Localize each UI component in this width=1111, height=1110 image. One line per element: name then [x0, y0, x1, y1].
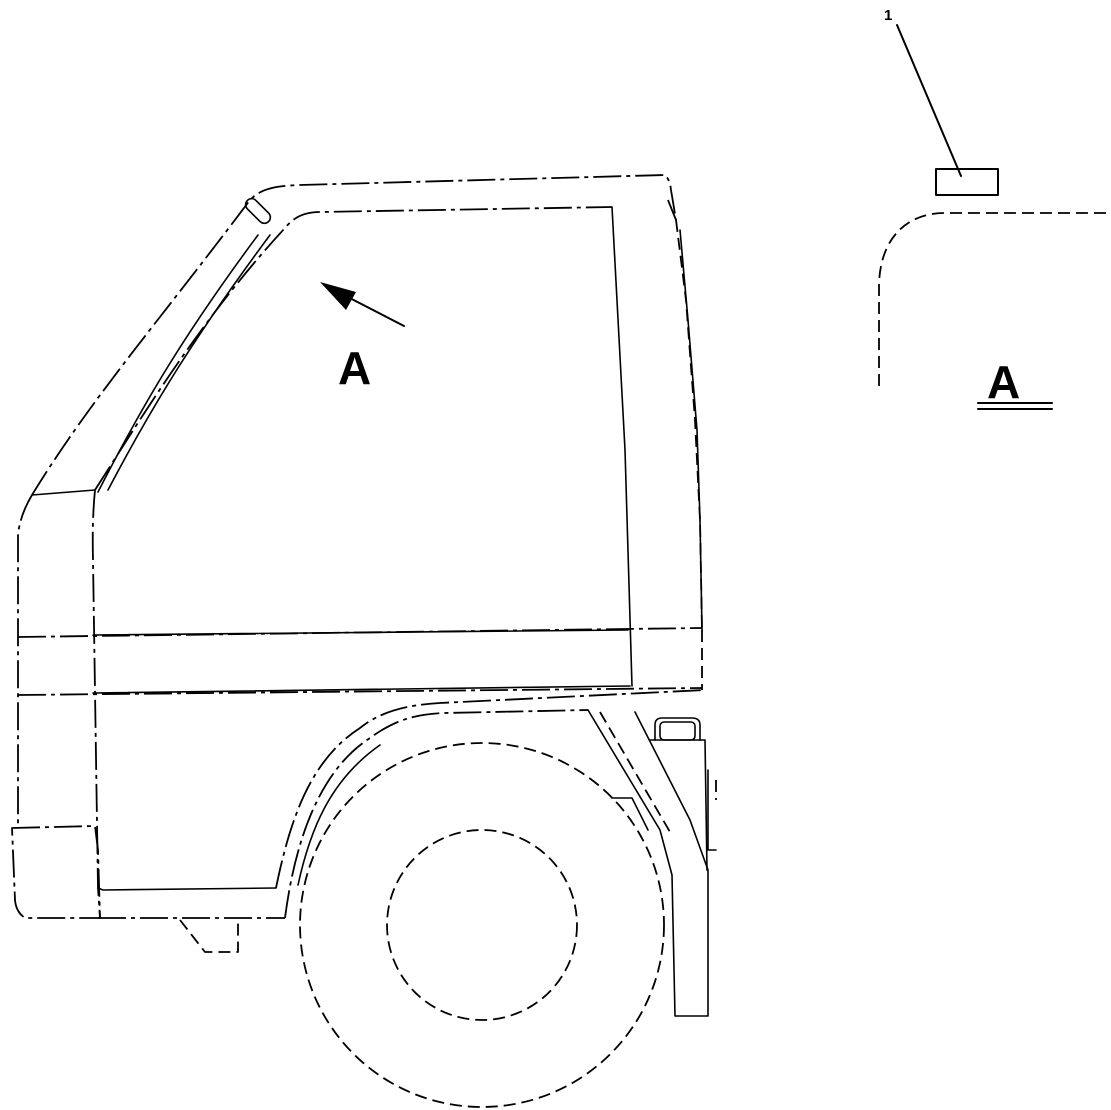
view-arrow-label: A — [338, 342, 371, 394]
label-decal — [935, 168, 999, 196]
callout-leader-line — [896, 24, 962, 177]
detail-view-a — [878, 24, 1111, 386]
truck-cab-outline — [11, 174, 717, 1017]
callout-number: 1 — [884, 7, 892, 24]
view-direction-arrow-icon — [320, 282, 405, 327]
front-wheel — [299, 742, 665, 1108]
detail-view-label: A — [987, 356, 1020, 408]
